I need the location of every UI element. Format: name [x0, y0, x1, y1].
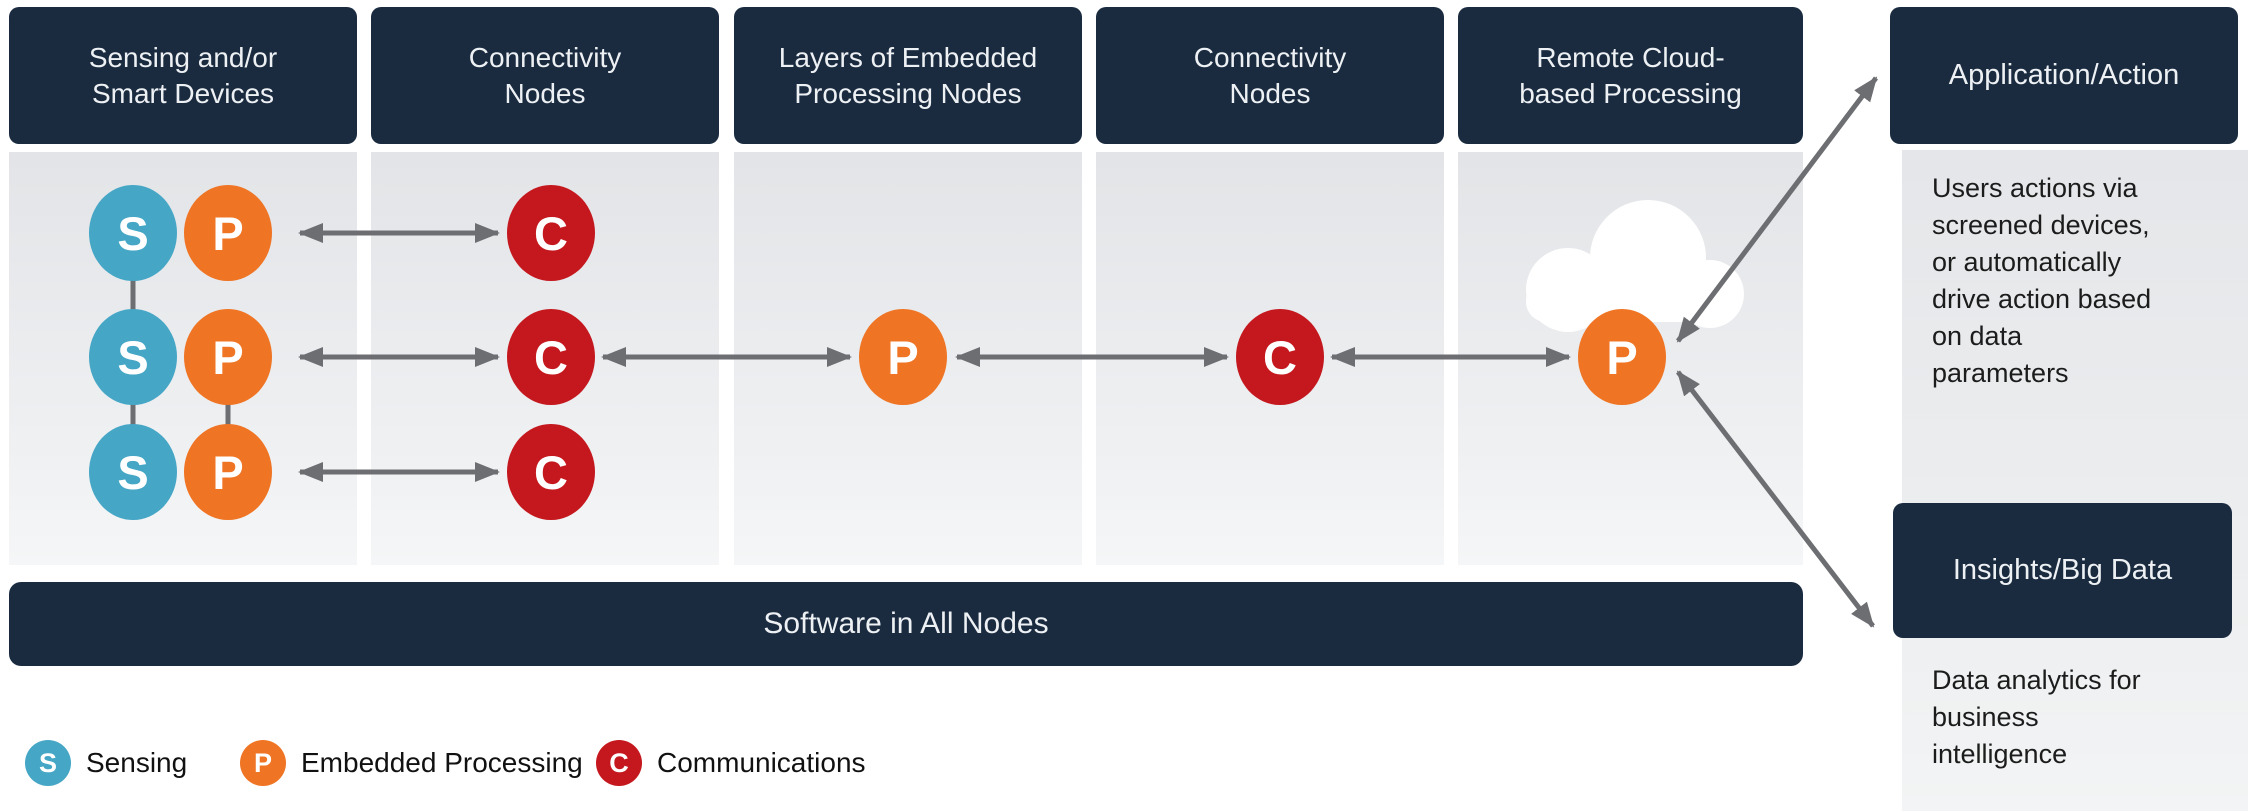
- connectivity-node-3: C: [507, 424, 595, 520]
- node-letter: S: [117, 206, 149, 260]
- processing-node-1: P: [184, 185, 272, 281]
- column-header-embedded-processing: Layers of Embedded Processing Nodes: [734, 7, 1082, 144]
- legend-letter: P: [253, 747, 272, 778]
- connectivity-node-4: C: [1236, 309, 1324, 405]
- sensing-node-3: S: [89, 424, 177, 520]
- node-letter: S: [117, 445, 149, 499]
- sensing-node-2: S: [89, 309, 177, 405]
- embedded-processing-legend-icon: P: [240, 740, 286, 786]
- software-bar-label: Software in All Nodes: [763, 607, 1049, 640]
- node-letter: P: [212, 206, 244, 260]
- flow-arrows: [297, 76, 1878, 628]
- application-action-description: Users actions via screened devices, or a…: [1932, 173, 2152, 388]
- sensing-legend-icon: S: [25, 740, 71, 786]
- column-header-connectivity-2: Connectivity Nodes: [1096, 7, 1444, 144]
- column-header-label: Layers of Embedded Processing Nodes: [778, 41, 1038, 109]
- node-letter: C: [534, 206, 568, 260]
- legend-item-sensing: S Sensing: [25, 738, 187, 788]
- application-action-box: Application/Action: [1890, 7, 2238, 144]
- legend-letter: S: [38, 747, 57, 778]
- column-header-connectivity-1: Connectivity Nodes: [371, 7, 719, 144]
- column-header-label: Sensing and/or Smart Devices: [88, 41, 278, 109]
- insights-big-data-title: Insights/Big Data: [1952, 554, 2173, 586]
- node-letter: S: [117, 330, 149, 384]
- connectivity-node-1: C: [507, 185, 595, 281]
- application-action-title: Application/Action: [1948, 59, 2180, 91]
- legend-label-communications: Communications: [657, 747, 866, 778]
- output-panel: [1902, 150, 2248, 811]
- column-header-sensing-devices: Sensing and/or Smart Devices: [9, 7, 357, 144]
- processing-node-2: P: [184, 309, 272, 405]
- legend-label-embedded-processing: Embedded Processing: [301, 747, 583, 778]
- node-letter: P: [887, 330, 919, 384]
- insights-big-data-box: Insights/Big Data: [1893, 503, 2232, 638]
- node-letter: P: [212, 330, 244, 384]
- column-header-label: Connectivity Nodes: [468, 41, 622, 109]
- embedded-layer-node: P: [859, 309, 947, 405]
- node-letter: C: [1263, 330, 1297, 384]
- sensing-node-1: S: [89, 185, 177, 281]
- node-letter: C: [534, 445, 568, 499]
- node-letter: P: [1606, 330, 1638, 384]
- legend-letter: C: [609, 747, 629, 778]
- column-header-cloud-processing: Remote Cloud-based Processing: [1458, 7, 1803, 144]
- cloud-processing-node: P: [1578, 309, 1666, 405]
- processing-node-3: P: [184, 424, 272, 520]
- device-connectors: [130, 279, 231, 426]
- insights-big-data-description: Data analytics for business intelligence: [1932, 665, 2141, 769]
- legend-item-embedded-processing: P Embedded Processing: [240, 738, 583, 788]
- node-letter: P: [212, 445, 244, 499]
- column-header-label: Remote Cloud-based Processing: [1519, 41, 1742, 109]
- legend-item-communications: C Communications: [596, 738, 866, 788]
- node-letter: C: [534, 330, 568, 384]
- connectivity-node-2: C: [507, 309, 595, 405]
- software-bar: Software in All Nodes: [9, 582, 1803, 666]
- column-header-label: Connectivity Nodes: [1193, 41, 1347, 109]
- communications-legend-icon: C: [596, 740, 642, 786]
- legend-label-sensing: Sensing: [86, 747, 188, 778]
